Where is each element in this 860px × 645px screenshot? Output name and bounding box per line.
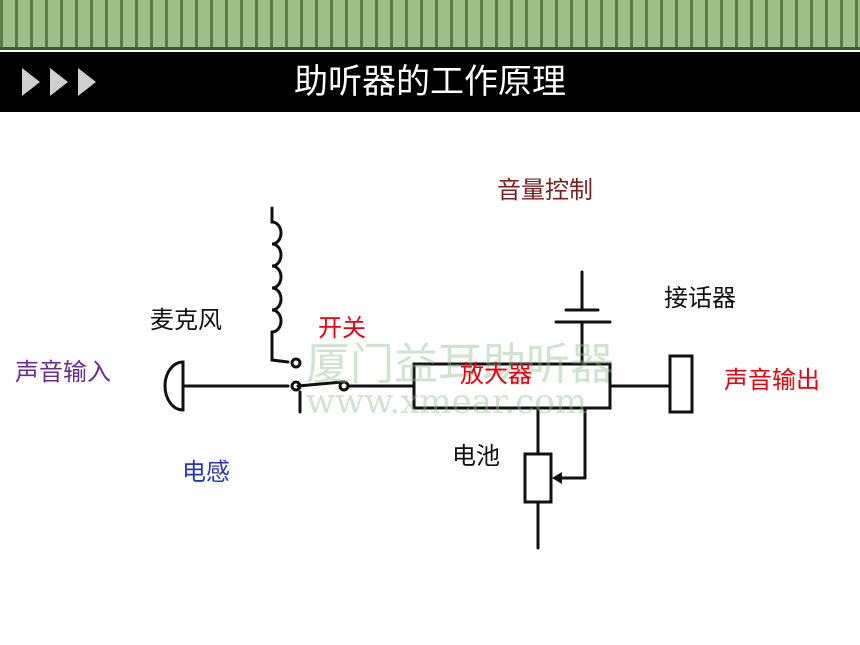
title-bar: 助听器的工作原理 [0, 52, 860, 112]
label-receiver: 接话器 [664, 284, 736, 312]
microphone-symbol [163, 360, 185, 412]
label-sound-output: 声音输出 [724, 366, 820, 394]
circuit-diagram [163, 206, 694, 550]
inductor-coil [270, 206, 290, 364]
label-microphone: 麦克风 [150, 306, 222, 334]
label-volume-control: 音量控制 [497, 176, 593, 204]
label-battery: 电池 [452, 442, 500, 470]
switch-contact-top [290, 357, 302, 369]
watermark-name: 厦门益耳助听器 [306, 339, 614, 390]
label-switch: 开关 [318, 314, 366, 342]
label-sound-input: 声音输入 [15, 358, 111, 386]
watermark-url: www.xmear.com [306, 382, 587, 422]
wiper-arrowhead [552, 472, 562, 484]
speaker-symbol [668, 354, 694, 414]
battery-symbol [523, 452, 553, 504]
label-amplifier: 放大器 [460, 360, 532, 388]
header-stripes [0, 0, 860, 50]
slide-title: 助听器的工作原理 [294, 62, 566, 102]
switch-blade [296, 380, 344, 388]
triple-arrow-icon [22, 68, 96, 96]
label-inductor: 电感 [182, 458, 230, 486]
